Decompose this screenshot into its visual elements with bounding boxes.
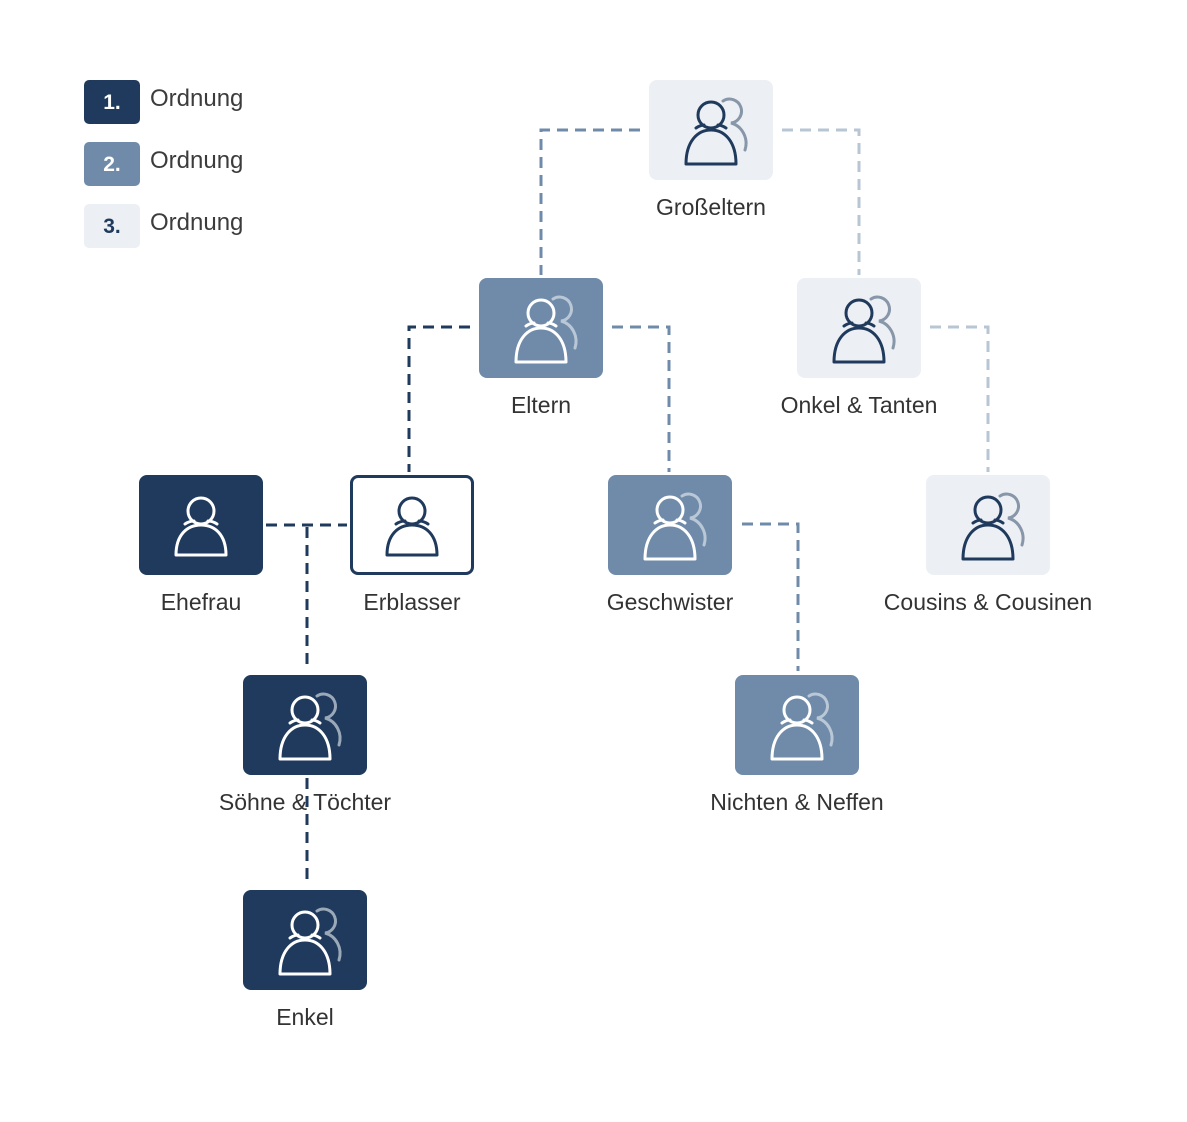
connector-onkel-tanten-cousins (930, 325, 990, 472)
node-box-ehefrau (139, 475, 263, 575)
node-onkel-tanten: Onkel & Tanten (781, 278, 937, 418)
node-ehefrau: Ehefrau (139, 475, 263, 615)
node-box-enkel (243, 890, 367, 990)
connector-grosseltern-onkel-tanten (782, 128, 861, 275)
node-label-nichten-neffen: Nichten & Neffen (710, 789, 884, 815)
node-label-kinder: Söhne & Töchter (218, 789, 392, 815)
group-icon (278, 692, 342, 761)
group-icon (832, 295, 896, 364)
connector-eltern-erblasser (407, 325, 470, 472)
connector-geschwister-nichten-neffen (742, 522, 800, 671)
connector-eltern-geschwister (612, 325, 671, 472)
node-label-ehefrau: Ehefrau (160, 589, 242, 615)
node-box-kinder (243, 675, 367, 775)
group-icon (514, 295, 578, 364)
node-label-grosseltern: Großeltern (656, 194, 766, 220)
node-box-onkel-tanten (797, 278, 921, 378)
legend-swatch-order-3: 3. (84, 204, 140, 248)
node-label-cousins: Cousins & Cousinen (883, 589, 1093, 615)
node-box-erblasser (350, 475, 474, 575)
legend-label-order-3: Ordnung (150, 209, 244, 236)
node-cousins: Cousins & Cousinen (884, 475, 1092, 615)
node-kinder: Söhne & Töchter (219, 675, 391, 815)
group-icon (643, 492, 707, 561)
node-label-geschwister: Geschwister (606, 589, 734, 615)
node-nichten-neffen: Nichten & Neffen (710, 675, 884, 815)
person-icon (174, 496, 228, 557)
connector-grosseltern-eltern (539, 128, 640, 275)
node-label-eltern: Eltern (510, 392, 572, 418)
legend-label-order-2: Ordnung (150, 147, 244, 174)
node-box-eltern (479, 278, 603, 378)
group-icon (684, 97, 748, 166)
node-eltern: Eltern (479, 278, 603, 418)
legend-label-order-1: Ordnung (150, 85, 244, 112)
group-icon (770, 692, 834, 761)
person-icon (385, 496, 439, 557)
group-icon (278, 907, 342, 976)
node-label-enkel: Enkel (276, 1004, 334, 1030)
node-enkel: Enkel (243, 890, 367, 1030)
node-box-nichten-neffen (735, 675, 859, 775)
node-erblasser: Erblasser (350, 475, 474, 615)
node-geschwister: Geschwister (607, 475, 733, 615)
node-label-erblasser: Erblasser (363, 589, 461, 615)
node-label-onkel-tanten: Onkel & Tanten (780, 392, 938, 418)
node-box-grosseltern (649, 80, 773, 180)
node-box-cousins (926, 475, 1050, 575)
legend-swatch-order-1: 1. (84, 80, 140, 124)
node-box-geschwister (608, 475, 732, 575)
group-icon (961, 492, 1025, 561)
legend-swatch-order-2: 2. (84, 142, 140, 186)
node-grosseltern: Großeltern (649, 80, 773, 220)
